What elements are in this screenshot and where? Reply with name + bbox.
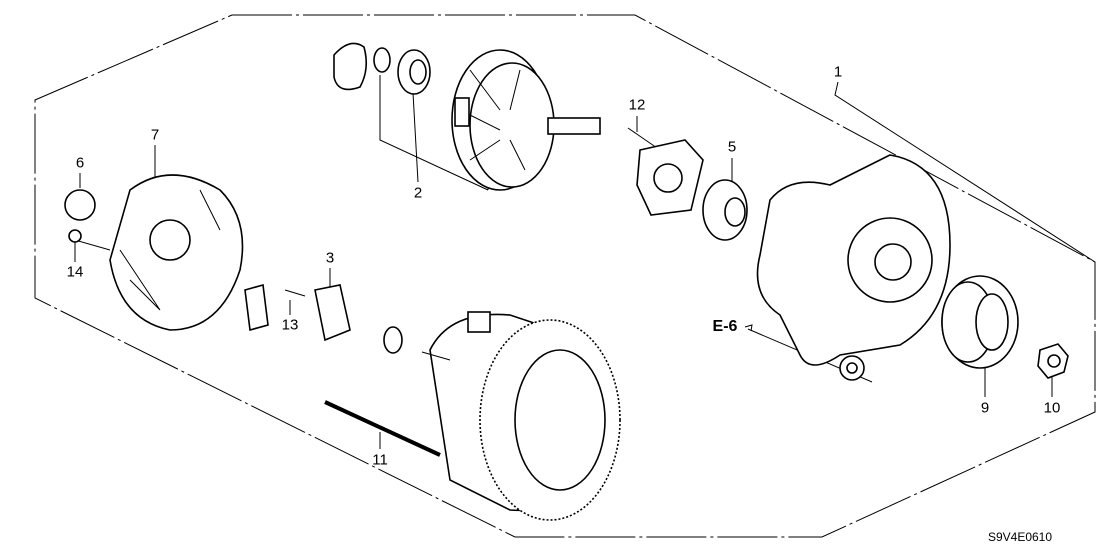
part-bearing-5 bbox=[702, 179, 748, 241]
callout-2: 2 bbox=[413, 184, 423, 202]
part-6-and-14 bbox=[64, 189, 96, 243]
part-front-housing-1 bbox=[756, 154, 951, 381]
part-rear-cover-7 bbox=[109, 174, 244, 331]
callout-10: 10 bbox=[1043, 399, 1061, 417]
callout-14: 14 bbox=[66, 263, 84, 281]
callout-7: 7 bbox=[150, 126, 160, 144]
part-pulley-9 bbox=[941, 275, 1019, 369]
callout-3: 3 bbox=[325, 249, 335, 267]
part-rotor bbox=[451, 49, 601, 191]
reference-e6-link[interactable]: E-6 bbox=[712, 318, 738, 335]
leader-lines bbox=[74, 74, 1096, 449]
diagram-code: S9V4E0610 bbox=[987, 530, 1053, 544]
part-stator bbox=[421, 311, 621, 521]
callout-1: 1 bbox=[833, 63, 843, 81]
part-nut-10 bbox=[1037, 343, 1069, 379]
callout-6: 6 bbox=[75, 154, 85, 172]
callout-9: 9 bbox=[980, 399, 990, 417]
callout-5: 5 bbox=[727, 138, 737, 156]
assembly-boundary bbox=[34, 14, 1096, 538]
callout-11: 11 bbox=[372, 451, 388, 469]
part-brush-holder-3 bbox=[244, 283, 403, 354]
part-bearing-2 bbox=[333, 42, 431, 95]
callout-13: 13 bbox=[281, 316, 299, 334]
part-bolt-12-bracket bbox=[627, 127, 704, 216]
callout-12: 12 bbox=[628, 96, 646, 114]
part-bolt-11 bbox=[324, 400, 441, 457]
